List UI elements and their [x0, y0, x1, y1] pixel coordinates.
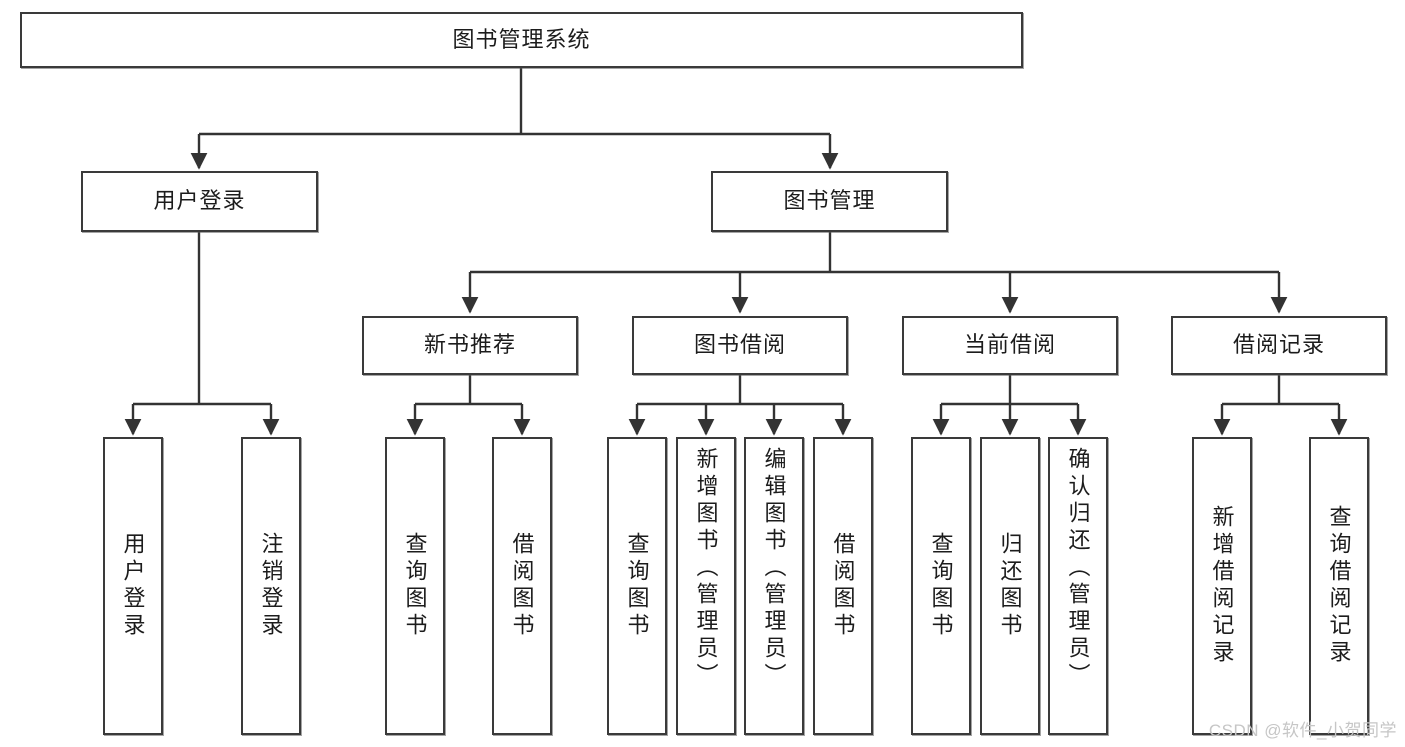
node-leaf-add-borrow-record-label: 新增借阅记录: [1209, 505, 1235, 667]
node-leaf-query-book-2[interactable]: 查询图书: [607, 437, 667, 735]
node-leaf-borrow-book-2-label: 借阅图书: [830, 532, 856, 640]
node-leaf-return-book[interactable]: 归还图书: [980, 437, 1040, 735]
node-current-borrow-label: 当前借阅: [963, 332, 1056, 358]
node-leaf-add-book[interactable]: 新增图书（管理员）: [676, 437, 736, 735]
node-leaf-confirm-return-label: 确认归还（管理员）: [1065, 447, 1091, 690]
watermark-text: CSDN @软件_小贺同学: [1208, 721, 1397, 740]
node-leaf-borrow-book-1[interactable]: 借阅图书: [492, 437, 552, 735]
node-book-management-label: 图书管理: [783, 188, 876, 214]
node-leaf-query-borrow-record[interactable]: 查询借阅记录: [1309, 437, 1369, 735]
node-leaf-query-book-1[interactable]: 查询图书: [385, 437, 445, 735]
node-leaf-borrow-book-1-label: 借阅图书: [509, 532, 535, 640]
node-new-book-recommend[interactable]: 新书推荐: [362, 316, 578, 375]
node-leaf-add-book-label: 新增图书（管理员）: [693, 447, 719, 690]
node-root-label: 图书管理系统: [452, 26, 591, 52]
node-leaf-user-login[interactable]: 用户登录: [103, 437, 163, 735]
node-leaf-logout-login[interactable]: 注销登录: [241, 437, 301, 735]
node-leaf-query-borrow-record-label: 查询借阅记录: [1326, 505, 1352, 667]
node-leaf-return-book-label: 归还图书: [997, 532, 1023, 640]
node-borrow-record[interactable]: 借阅记录: [1171, 316, 1387, 375]
node-leaf-add-borrow-record[interactable]: 新增借阅记录: [1192, 437, 1252, 735]
node-leaf-user-login-label: 用户登录: [120, 532, 146, 640]
node-root[interactable]: 图书管理系统: [20, 12, 1023, 68]
node-book-borrow-label: 图书借阅: [693, 332, 786, 358]
node-leaf-query-book-3-label: 查询图书: [928, 532, 954, 640]
node-current-borrow[interactable]: 当前借阅: [902, 316, 1118, 375]
node-leaf-query-book-1-label: 查询图书: [402, 532, 428, 640]
node-new-book-recommend-label: 新书推荐: [423, 332, 516, 358]
node-leaf-confirm-return[interactable]: 确认归还（管理员）: [1048, 437, 1108, 735]
node-user-login[interactable]: 用户登录: [81, 171, 318, 232]
node-leaf-query-book-2-label: 查询图书: [624, 532, 650, 640]
node-leaf-borrow-book-2[interactable]: 借阅图书: [813, 437, 873, 735]
node-leaf-query-book-3[interactable]: 查询图书: [911, 437, 971, 735]
node-book-management[interactable]: 图书管理: [711, 171, 948, 232]
node-leaf-edit-book[interactable]: 编辑图书（管理员）: [744, 437, 804, 735]
node-borrow-record-label: 借阅记录: [1232, 332, 1325, 358]
node-leaf-logout-login-label: 注销登录: [258, 532, 284, 640]
node-user-login-label: 用户登录: [153, 188, 246, 214]
node-book-borrow[interactable]: 图书借阅: [632, 316, 848, 375]
node-leaf-edit-book-label: 编辑图书（管理员）: [761, 447, 787, 690]
